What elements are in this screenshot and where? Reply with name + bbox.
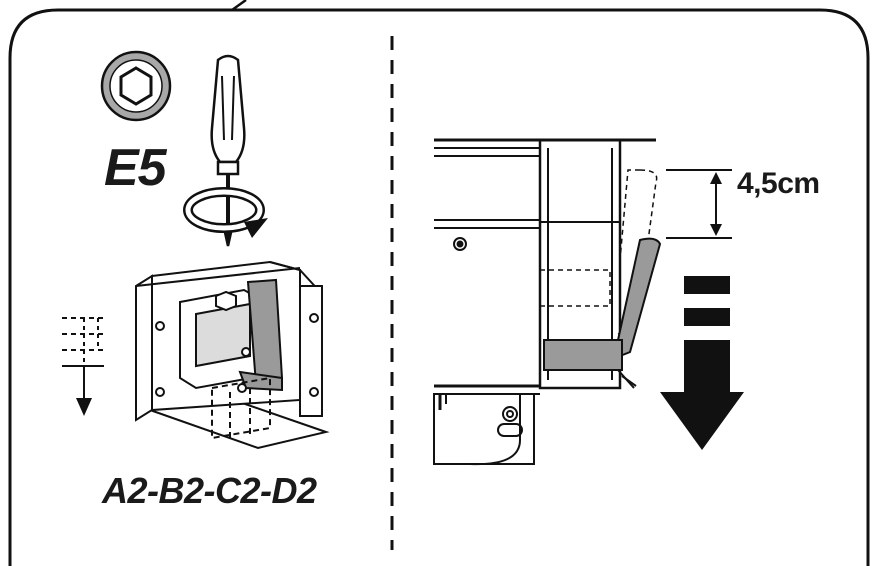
flap-original-outline (540, 169, 658, 335)
dimension-marker (666, 169, 732, 239)
tool-code-label: E5 (104, 139, 167, 197)
screwdriver-icon (210, 54, 246, 247)
dimension-label: 4,5cm (737, 167, 820, 200)
unit-cross-section (433, 138, 656, 466)
dimension-arrow-up (710, 172, 722, 184)
part-codes-label: A2-B2-C2-D2 (102, 470, 317, 511)
panel-frame (8, 8, 870, 566)
dimension-arrow-down (710, 224, 722, 236)
down-arrow-small (76, 398, 92, 416)
callout-line (231, 0, 247, 12)
flap-bracket (543, 237, 662, 389)
hex-socket-icon (100, 50, 172, 122)
down-travel-indicator (62, 317, 104, 402)
bracket-assembly (135, 260, 330, 450)
down-arrow-icon (660, 276, 744, 450)
rotate-arrow-icon (183, 187, 268, 238)
